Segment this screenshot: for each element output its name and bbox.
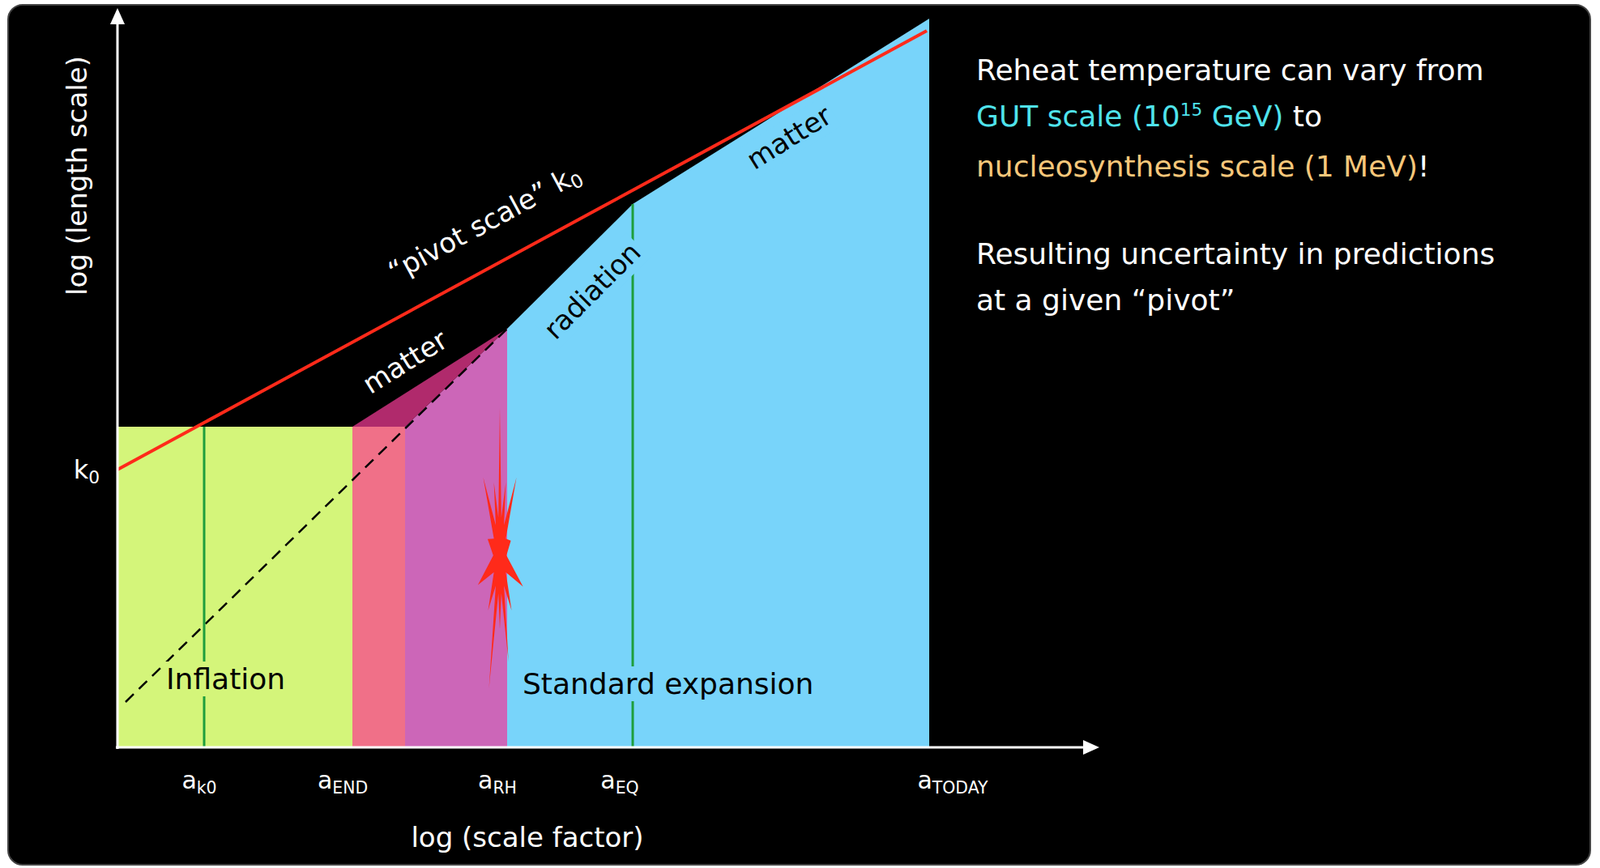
region-fill (507, 18, 930, 748)
axis-title: log (scale factor) (407, 820, 647, 856)
region-label: Inflation (162, 661, 289, 697)
end-band (352, 426, 406, 748)
reheat-burst (477, 408, 524, 689)
text-run: a (600, 766, 615, 795)
axis-tick: ak0 (178, 765, 220, 797)
axis-title: log (length scale) (59, 52, 95, 299)
dashed-line (125, 328, 508, 703)
pivot-line (117, 30, 927, 470)
text-run: a (917, 766, 932, 795)
text-run: a (477, 766, 493, 795)
k0-marker-line (203, 426, 206, 748)
text-run: 0 (88, 467, 100, 488)
burst-shape (477, 408, 524, 689)
text-run: EQ (615, 778, 640, 798)
text-run: Resulting uncertainty in predictions at … (976, 237, 1495, 317)
text-run: 15 (1180, 99, 1203, 120)
axis-tick: aRH (474, 765, 521, 797)
text-run: to (1283, 99, 1323, 133)
axis-tick: k0 (70, 453, 103, 487)
note-text: Resulting uncertainty in predictions at … (976, 230, 1528, 324)
note-text: Reheat temperature can vary from GUT sca… (976, 46, 1528, 190)
y-axis-arrow (110, 8, 125, 25)
slide-background (8, 4, 1591, 866)
eq-marker-line (631, 204, 635, 748)
text-run: nucleosynthesis scale (1 MeV) (976, 149, 1418, 184)
x-axis-arrow (1083, 740, 1100, 756)
x-axis (115, 746, 1086, 750)
axis-tick: aEQ (597, 765, 642, 797)
text-run: a (317, 766, 333, 795)
inflation-band: Inflation (117, 426, 353, 748)
text-run: END (332, 778, 368, 798)
text-run: k0 (196, 778, 218, 798)
text-run: ! (1417, 149, 1430, 184)
region-label: Standard expansion (519, 666, 817, 702)
text-run: GUT scale (10 (976, 99, 1181, 133)
text-run: GeV) (1202, 99, 1284, 133)
axis-tick: aTODAY (913, 765, 991, 797)
expansion-region: Standard expansion (507, 18, 930, 748)
y-axis (116, 21, 120, 750)
axis-tick: aEND (314, 765, 372, 797)
text-run: k (73, 454, 90, 486)
text-run: TODAY (932, 778, 989, 798)
text-run: log (length scale) (60, 55, 94, 296)
text-run: Reheat temperature can vary from (976, 53, 1485, 87)
text-run: a (181, 766, 197, 795)
region-shape (507, 18, 930, 748)
text-run: RH (492, 778, 517, 798)
text-run: log (scale factor) (410, 821, 644, 854)
